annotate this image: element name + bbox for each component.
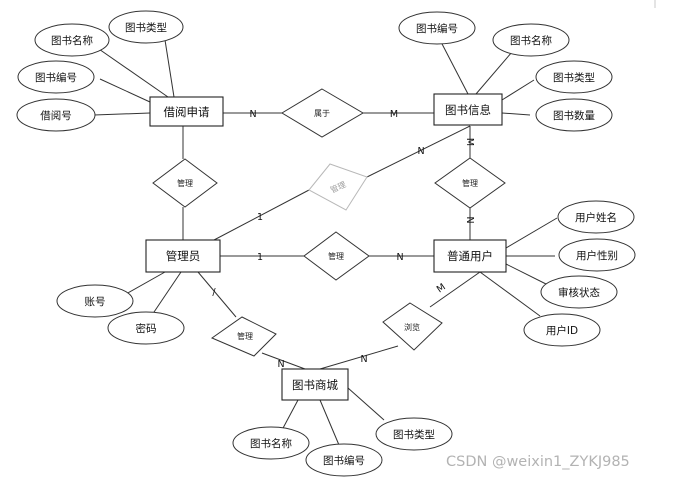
connector-m-id: [319, 399, 340, 446]
entity-normal-user: 普通用户: [433, 239, 507, 273]
entity-admin-label: 管理员: [166, 249, 201, 263]
attr-mall-book-id: 图书编号: [305, 443, 383, 477]
svg-text:用户姓名: 用户姓名: [575, 211, 617, 224]
entity-book-mall-label: 图书商城: [292, 378, 338, 392]
connector-bi-type: [501, 79, 535, 101]
attr-bi-book-type: 图书类型: [535, 60, 613, 94]
card-admin-mall: /: [212, 287, 216, 298]
attr-admin-password: 密码: [107, 311, 185, 345]
connector-u-name: [505, 217, 558, 249]
relationship-manage-mall-label: 管理: [237, 331, 253, 341]
svg-text:图书数量: 图书数量: [553, 109, 595, 122]
connector-br-type: [164, 39, 175, 98]
attr-bi-book-name: 图书名称: [492, 23, 570, 57]
card-user-browse: M: [435, 282, 448, 296]
attr-user-id: 用户ID: [523, 313, 601, 347]
attr-user-name: 用户姓名: [557, 200, 635, 234]
connector-bi-faded: [366, 125, 471, 178]
svg-text:图书类型: 图书类型: [393, 428, 435, 441]
card-bi-belongs: M: [390, 109, 398, 120]
connector-a-account: [125, 271, 166, 295]
relationship-manage-book-info-faded: 管理: [308, 163, 368, 211]
entity-book-info: 图书信息: [433, 93, 503, 126]
connector-br-name: [95, 46, 169, 98]
relationship-manage-borrow: 管理: [152, 158, 218, 208]
connector-faded-admin: [213, 189, 310, 241]
svg-text:图书类型: 图书类型: [553, 71, 595, 84]
relationship-manage-borrow-label: 管理: [177, 178, 193, 188]
attr-bi-book-count: 图书数量: [535, 98, 613, 132]
svg-text:图书编号: 图书编号: [323, 454, 365, 467]
connector-browse-mall: [319, 345, 399, 370]
watermark: CSDN @weixin1_ZYKJ985: [446, 454, 630, 470]
connector-u-id: [479, 271, 541, 317]
attr-user-gender: 用户性别: [558, 238, 636, 272]
connector-m-name: [281, 399, 299, 431]
attr-admin-account: 账号: [56, 284, 134, 318]
card-mall-browse: N: [360, 354, 367, 365]
attr-br-book-type: 图书类型: [108, 10, 184, 44]
svg-text:审核状态: 审核状态: [558, 286, 600, 299]
card-admin-user: 1: [257, 252, 263, 263]
connector-manage3-mall: [261, 352, 306, 370]
entity-borrow-request: 借阅申请: [149, 96, 224, 127]
relationship-belongs-to: 属于: [281, 88, 364, 138]
svg-text:图书编号: 图书编号: [416, 22, 458, 35]
attr-user-audit-status: 审核状态: [540, 275, 618, 309]
attr-br-book-name: 图书名称: [34, 23, 110, 57]
relationship-manage-user-label: 管理: [328, 251, 344, 261]
entity-book-info-label: 图书信息: [445, 103, 491, 117]
card-admin-faded: 1: [257, 212, 263, 223]
connectors: [93, 39, 558, 446]
connector-bi-count: [501, 112, 531, 116]
entity-book-mall: 图书商城: [281, 368, 349, 401]
svg-text:图书类型: 图书类型: [125, 21, 167, 34]
connector-bi-name: [475, 51, 513, 95]
connector-br-no: [93, 112, 151, 116]
svg-text:图书编号: 图书编号: [35, 71, 77, 84]
card-bi-manage: M: [464, 138, 475, 146]
svg-text:密码: 密码: [136, 322, 157, 335]
connector-a-password: [149, 271, 182, 319]
svg-text:用户ID: 用户ID: [546, 324, 578, 337]
connector-u-audit: [505, 263, 547, 285]
relationship-browse-label: 浏览: [404, 322, 420, 332]
svg-text:图书名称: 图书名称: [510, 34, 552, 47]
relationship-manage-mall: 管理: [210, 316, 277, 357]
relationship-manage-book-info: 管理: [434, 157, 506, 209]
svg-text:用户性别: 用户性别: [576, 249, 618, 262]
card-user-admin: N: [396, 252, 403, 263]
connector-admin-manage3: [197, 271, 237, 318]
card-bi-faded: N: [417, 146, 424, 157]
attr-bi-book-id: 图书编号: [398, 11, 476, 45]
relationship-browse: 浏览: [382, 302, 443, 351]
card-br-belongs: N: [249, 109, 256, 120]
svg-text:账号: 账号: [85, 296, 106, 308]
connector-br-id: [99, 78, 151, 103]
card-user-manage-top: N: [464, 216, 475, 223]
card-mall-admin: N: [277, 359, 284, 370]
entity-borrow-request-label: 借阅申请: [164, 105, 210, 119]
entity-normal-user-label: 普通用户: [447, 249, 493, 263]
relationship-belongs-to-label: 属于: [314, 109, 330, 118]
svg-text:图书名称: 图书名称: [250, 437, 292, 450]
relationship-manage-book-info-label: 管理: [462, 178, 478, 188]
attr-mall-book-type: 图书类型: [375, 417, 453, 451]
connector-bi-id: [439, 39, 469, 95]
relationship-manage-user: 管理: [303, 231, 370, 281]
svg-text:图书名称: 图书名称: [51, 34, 93, 47]
attr-br-borrow-no: 借阅号: [16, 98, 96, 132]
svg-text:借阅号: 借阅号: [40, 109, 72, 122]
connector-user-browse: [429, 271, 481, 308]
entity-admin: 管理员: [145, 239, 221, 273]
attr-mall-book-name: 图书名称: [232, 426, 310, 460]
attr-br-book-id: 图书编号: [17, 60, 95, 94]
connector-m-type: [347, 387, 385, 421]
